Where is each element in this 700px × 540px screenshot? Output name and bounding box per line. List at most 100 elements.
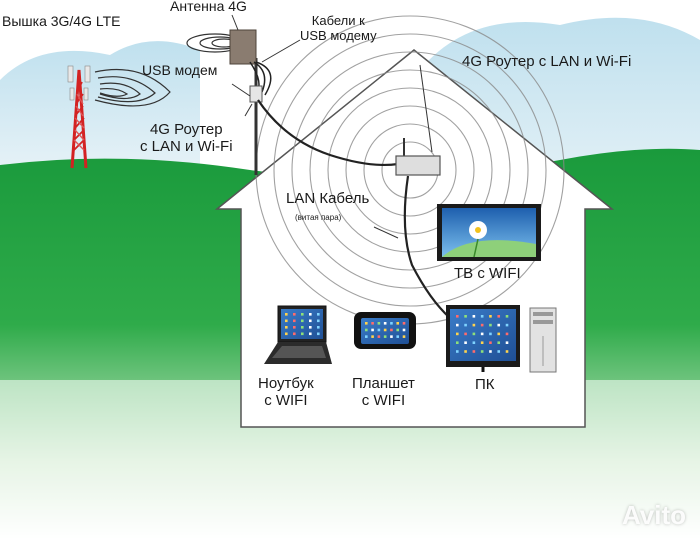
tablet-label-line2: с WIFI [361, 392, 406, 410]
screen-icon-dot [456, 350, 459, 353]
screen-icon-dot [383, 328, 387, 332]
usb-cables-label-line2: USB модему [300, 27, 377, 43]
screen-icon-dot [377, 322, 381, 325]
screen-icon-dot [301, 332, 304, 336]
screen-icon-dot [472, 332, 476, 336]
screen-icon-dot [456, 315, 459, 318]
cell-tower-icon [67, 65, 91, 169]
lan-cable-sub-label: (витая пара) [295, 213, 342, 222]
laptop-label-line2: с WIFI [264, 392, 308, 410]
router-left-label: 4G Роутер с LAN и Wi-Fi [140, 121, 233, 156]
screen-icon-dot [390, 322, 393, 325]
screen-icon-dot [293, 332, 296, 336]
screen-icon-dot [480, 350, 484, 353]
screen-icon-dot [285, 319, 288, 323]
screen-icon-dot [472, 341, 476, 344]
sky-left [0, 41, 200, 170]
tv-label: ТВ с WIFI [454, 265, 521, 282]
screen-icon-dot [505, 315, 509, 318]
screen-icon-dot [472, 350, 476, 353]
tower-signal-waves [94, 68, 171, 107]
screen-icon-dot [365, 322, 368, 325]
screen-icon-dot [480, 341, 484, 344]
antenna-label: Антенна 4G [170, 0, 247, 14]
usb-cables-label-line1: Кабели к [311, 13, 365, 28]
usb-cables-label: Кабели к USB модему [300, 13, 377, 44]
screen-icon-dot [301, 313, 304, 316]
lan-cable-to-pc [403, 175, 451, 319]
router-left-label-line2: с LAN и Wi-Fi [140, 138, 233, 156]
laptop-label-line1: Ноутбук [258, 375, 314, 392]
screen-icon-dot [396, 322, 400, 325]
screen-icon-dot [365, 328, 368, 332]
screen-icon-dot [505, 350, 509, 353]
screen-icon-dot [383, 322, 387, 325]
screen-icon-dot [464, 341, 467, 344]
pc-tower-icon [529, 307, 557, 373]
pointer-lines [231, 14, 301, 117]
screen-icon-dot [309, 313, 312, 316]
tv-icon [437, 204, 541, 261]
screen-icon-dot [489, 315, 492, 318]
screen-icon-dot [472, 315, 476, 318]
screen-icon-dot [317, 313, 320, 316]
screen-icon-dot [464, 323, 467, 327]
screen-icon-dot [472, 323, 476, 327]
screen-icon-dot [489, 332, 492, 336]
screen-icon-dot [505, 323, 509, 327]
screen-icon-dot [480, 323, 484, 327]
screen-icon-dot [383, 335, 387, 338]
router-top-label: 4G Роутер с LAN и Wi-Fi [462, 53, 632, 70]
screen-icon-dot [489, 341, 492, 344]
laptop-icon [264, 305, 332, 364]
router-left-label-line1: 4G Роутер [149, 121, 223, 138]
screen-icon-dot [402, 328, 406, 332]
screen-icon-dot [309, 319, 312, 323]
pc-label: ПК [475, 376, 495, 393]
router-icon [395, 64, 441, 176]
screen-icon-dot [505, 341, 509, 344]
screen-icon-dot [402, 335, 406, 338]
screen-icon-dot [505, 332, 509, 336]
screen-icon-dot [317, 326, 320, 329]
screen-icon-dot [285, 332, 288, 336]
screen-icon-dot [371, 322, 374, 325]
screen-icon-dot [309, 326, 312, 329]
screen-icon-dot [480, 332, 484, 336]
screen-icon-dot [456, 332, 459, 336]
screen-icon-dot [377, 328, 381, 332]
tower-label: Вышка 3G/4G LTE [2, 13, 121, 29]
screen-icon-dot [285, 313, 288, 316]
screen-icon-dot [396, 328, 400, 332]
screen-icon-dot [390, 335, 393, 338]
lan-cable [257, 99, 399, 167]
screen-icon-dot [365, 335, 368, 338]
usb-modem-icon [249, 85, 263, 103]
screen-icon-dot [293, 319, 296, 323]
screen-icon-dot [489, 323, 492, 327]
screen-icon-dot [377, 335, 381, 338]
screen-icon-dot [497, 323, 501, 327]
screen-icon-dot [464, 350, 467, 353]
screen-icon-dot [371, 328, 374, 332]
screen-icon-dot [497, 350, 501, 353]
screen-icon-dot [497, 332, 501, 336]
screen-icon-dot [371, 335, 374, 338]
screen-icon-dot [456, 323, 459, 327]
screen-icon-dot [489, 350, 492, 353]
screen-icon-dot [396, 335, 400, 338]
screen-icon-dot [402, 322, 406, 325]
usb-modem-label: USB модем [142, 62, 218, 78]
screen-icon-dot [293, 313, 296, 316]
lan-cable-label: LAN Кабель [286, 190, 370, 207]
avito-watermark: Avito [621, 500, 686, 530]
screen-icon-dot [301, 326, 304, 329]
screen-icon-dot [464, 315, 467, 318]
screen-icon-dot [497, 315, 501, 318]
screen-icon-dot [497, 341, 501, 344]
screen-icon-dot [285, 326, 288, 329]
tablet-label: Планшет с WIFI [352, 375, 415, 410]
screen-icon-dot [390, 328, 393, 332]
